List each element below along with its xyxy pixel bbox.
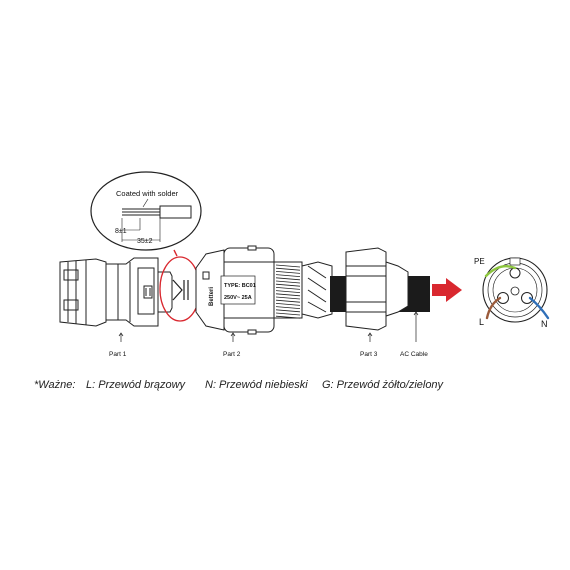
part-2-housing xyxy=(195,245,275,335)
notes-prefix: *Ważne: xyxy=(34,379,76,391)
part-1-socket xyxy=(59,257,173,327)
thread-lines xyxy=(275,264,301,319)
part-2-label: Part 2 xyxy=(223,351,241,358)
part-3-gland-nut xyxy=(345,247,409,331)
dimension-lines xyxy=(121,218,161,242)
n-label: N xyxy=(541,319,548,329)
pinout-face xyxy=(482,257,548,323)
pinout-wires xyxy=(484,265,550,320)
brand-label: Betteri xyxy=(209,287,215,306)
rating-label: 250V~ 25A xyxy=(224,295,252,301)
dimension-short-label: 8±1 xyxy=(115,228,127,235)
coated-with-solder-label: Coated with solder xyxy=(116,189,179,198)
pin-l xyxy=(497,292,509,304)
note-l: L: Przewód brązowy xyxy=(86,379,186,391)
stripped-wire xyxy=(122,205,192,219)
rating-label-plate xyxy=(220,275,256,305)
pe-label: PE xyxy=(474,257,485,266)
note-n: N: Przewód niebieski xyxy=(205,379,308,391)
red-arrow-icon xyxy=(432,278,462,302)
part-3-label: Part 3 xyxy=(360,351,378,358)
wire-strip-callout: Coated with solder 8±1 35±2 xyxy=(90,171,202,257)
pin-pe xyxy=(509,267,521,279)
part-1-label: Part 1 xyxy=(109,351,127,358)
part-leader-lines xyxy=(118,311,419,342)
ac-cable-label: AC Cable xyxy=(400,351,428,358)
l-label: L xyxy=(479,317,484,327)
note-g: G: Przewód żółto/zielony xyxy=(322,379,444,391)
pin-n xyxy=(521,292,533,304)
dimension-long-label: 35±2 xyxy=(137,238,153,245)
type-label: TYPE: BC01 xyxy=(224,283,256,289)
seal-claws xyxy=(301,261,333,319)
contact-pins xyxy=(172,279,189,301)
